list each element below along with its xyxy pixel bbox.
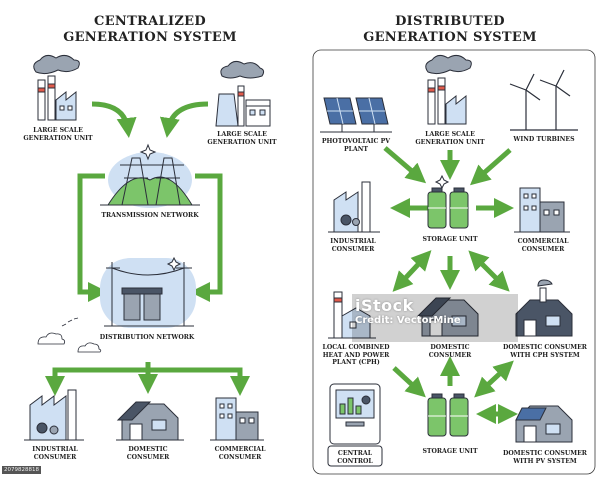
left-industrial-icon (24, 389, 84, 441)
right-large-unit-icon (425, 54, 472, 125)
label-domestic-pv: DOMESTIC CONSUMER WITH PV SYSTEM (503, 450, 587, 465)
storage-unit-1-icon (427, 174, 469, 229)
large-unit-1-icon (33, 54, 80, 121)
label-storage-unit-2: STORAGE UNIT (422, 448, 478, 455)
cloud-icons (37, 317, 102, 353)
watermark: iStock Credit: VectorMine (355, 296, 515, 342)
label-storage-unit-1: STORAGE UNIT (422, 236, 478, 243)
central-control-icon (327, 383, 383, 467)
arrow-storage2-domcph-bidirectional (474, 360, 514, 398)
label-right-domestic: DOMESTIC CONSUMER (428, 344, 472, 359)
label-right-commercial: COMMERCIAL CONSUMER (517, 238, 569, 253)
label-large-unit-2: LARGE SCALE GENERATION UNIT (207, 131, 277, 146)
arrow-to-industrial (45, 362, 151, 396)
label-large-unit-1: LARGE SCALE GENERATION UNIT (23, 127, 93, 142)
label-central-control: CENTRAL CONTROL (337, 450, 373, 465)
label-left-domestic: DOMESTIC CONSUMER (126, 446, 170, 461)
arrow-chp-to-storage2 (392, 366, 426, 398)
arrow-transmission-to-distribution-right (190, 173, 223, 302)
distribution-network-icon (100, 256, 196, 328)
right-commercial-icon (514, 187, 570, 233)
label-domestic-chp: DOMESTIC CONSUMER WITH CPH SYSTEM (503, 344, 587, 359)
right-industrial-icon (328, 181, 380, 233)
centralized-title: CENTRALIZED GENERATION SYSTEM (63, 14, 237, 45)
arrow-transmission-to-distribution-left (77, 173, 108, 302)
label-distribution-network: DISTRIBUTION NETWORK (99, 334, 195, 341)
arrow-storage-domcph-bidirectional (468, 250, 510, 292)
chp-plant-icon (328, 291, 376, 339)
label-right-industrial: INDUSTRIAL CONSUMER (330, 238, 376, 253)
arrow-pv-to-storage (383, 146, 427, 184)
left-domestic-icon (116, 401, 184, 441)
label-left-commercial: COMMERCIAL CONSUMER (214, 446, 266, 461)
label-left-industrial: INDUSTRIAL CONSUMER (32, 446, 78, 461)
wind-turbines-icon (509, 69, 578, 131)
large-unit-2-icon (215, 60, 271, 127)
left-commercial-icon (210, 397, 264, 441)
arrow-wind-to-storage (470, 148, 512, 186)
domestic-pv-icon (515, 405, 573, 443)
label-pv-plant: PHOTOVOLTAIC PV PLANT (321, 138, 391, 153)
arrow-storage-chp-bidirectional (392, 250, 432, 292)
label-wind-turbines: WIND TURBINES (513, 136, 575, 143)
transmission-network-icon (100, 143, 200, 208)
right-arrows (383, 146, 518, 424)
pv-plant-icon (320, 97, 392, 133)
label-right-large-unit: LARGE SCALE GENERATION UNIT (415, 131, 485, 146)
right-domestic-icon (416, 297, 479, 337)
label-transmission-network: TRANSMISSION NETWORK (101, 212, 199, 219)
left-arrows (45, 101, 250, 396)
arrow-to-commercial (148, 367, 250, 396)
label-chp-plant: LOCAL COMBINED HEAT AND POWER PLANT (CPH… (322, 344, 390, 366)
distributed-title: DISTRIBUTED GENERATION SYSTEM (363, 14, 537, 45)
arrow-unit1-to-transmission (91, 101, 137, 138)
stock-id: 2079828818 (2, 466, 41, 474)
arrow-unit2-to-transmission (159, 101, 209, 138)
watermark-credit: Credit: VectorMine (355, 315, 461, 326)
distributed-panel-frame (312, 49, 596, 475)
watermark-backdrop (352, 294, 518, 342)
watermark-brand: iStock (355, 296, 414, 315)
storage-unit-2-icon (427, 393, 469, 437)
domestic-chp-icon (515, 279, 573, 337)
